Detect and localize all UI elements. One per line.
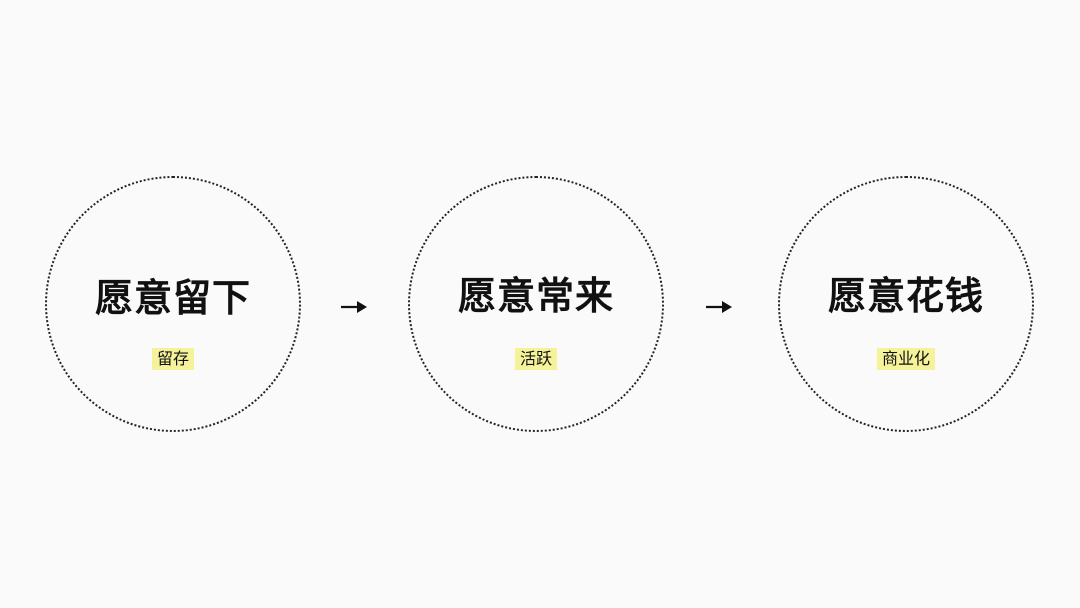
stage-title: 愿意花钱 bbox=[827, 274, 984, 318]
stage-title: 愿意常来 bbox=[457, 274, 614, 318]
stage-tag: 商业化 bbox=[876, 348, 936, 370]
stage-circle-monetization: 愿意花钱 商业化 bbox=[778, 176, 1034, 432]
stage-title: 愿意留下 bbox=[94, 276, 251, 320]
stage-tag: 活跃 bbox=[514, 348, 558, 370]
stage-circle-retention: 愿意留下 留存 bbox=[45, 176, 301, 432]
stage-tag: 留存 bbox=[151, 348, 195, 370]
arrow-right-icon bbox=[706, 301, 732, 313]
stage-circle-activity: 愿意常来 活跃 bbox=[408, 176, 664, 432]
arrow-right-icon bbox=[341, 301, 367, 313]
